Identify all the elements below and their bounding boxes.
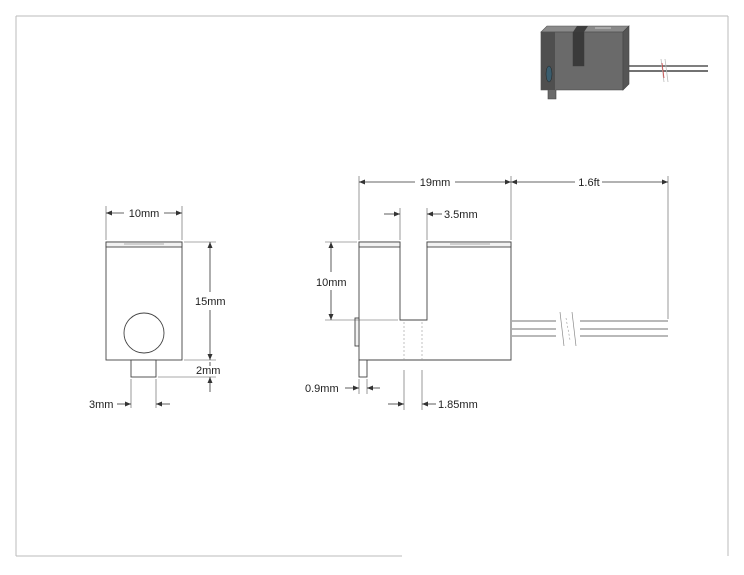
product-render [540,25,708,100]
label-cable-length: 1.6ft [578,177,599,189]
side-view [354,241,668,378]
label-side-tab-offset: 1.85mm [438,399,478,411]
dim-front-tab-width: 3mm [89,379,170,411]
dim-front-tab-height: 2mm [158,362,220,392]
label-side-length: 19mm [420,177,451,189]
front-view [105,241,183,378]
dim-side-tab-offset: 1.85mm [388,370,478,411]
label-front-width: 10mm [129,208,160,220]
dim-side-slot-depth: 10mm [316,241,398,321]
dim-cable-length: 1.6ft [511,176,669,319]
dim-side-tab-thickness: 0.9mm [305,379,380,395]
label-side-slot-depth: 10mm [316,277,347,289]
drawing-border [15,15,729,557]
dim-front-height: 15mm [184,241,226,361]
label-side-slot-width: 3.5mm [444,209,478,221]
dim-side-slot-width: 3.5mm [384,208,478,240]
label-side-tab-thickness: 0.9mm [305,383,339,395]
label-front-tab-height: 2mm [196,365,220,377]
label-front-height: 15mm [195,296,226,308]
dim-side-length: 19mm [358,176,512,240]
dim-front-width: 10mm [105,206,183,240]
label-front-tab-width: 3mm [89,399,113,411]
